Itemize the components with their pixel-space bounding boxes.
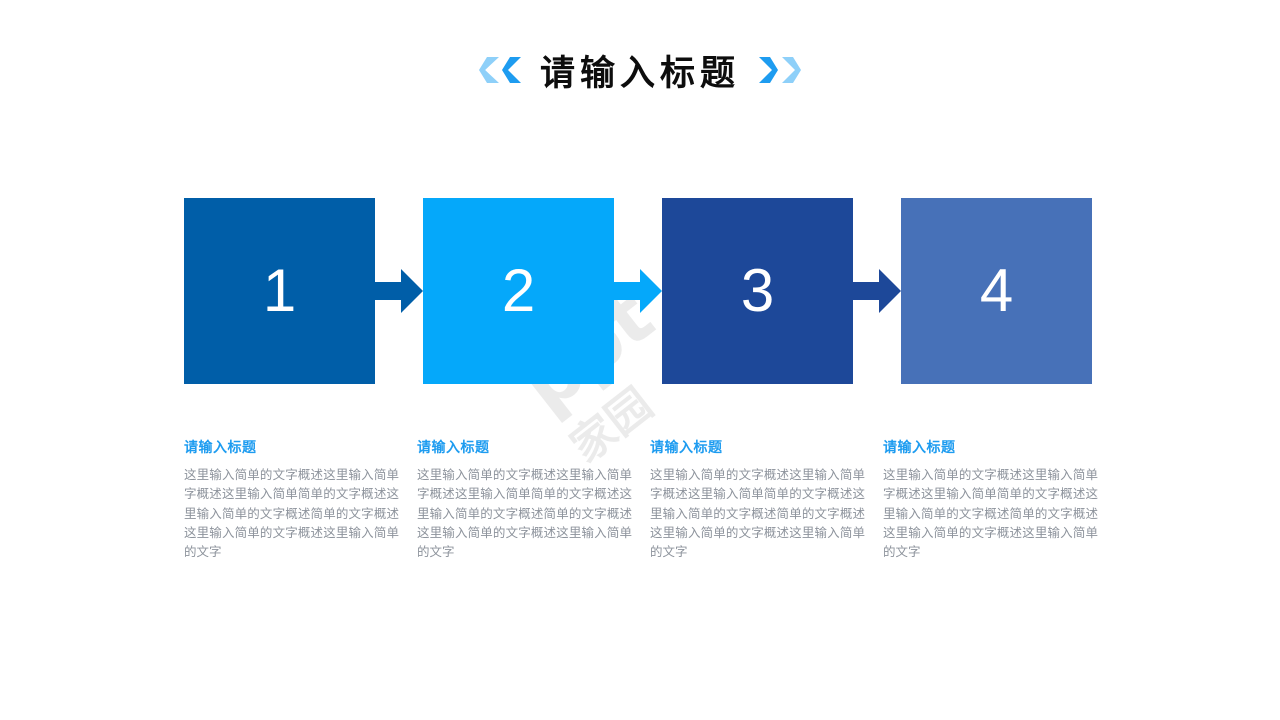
left-chevron-group (478, 57, 522, 83)
arrow-right-icon-1 (375, 269, 423, 313)
chevron-left-inner-icon (501, 57, 521, 83)
arrow-slot-1 (375, 198, 423, 384)
caption-body-2: 这里输入简单的文字概述这里输入简单字概述这里输入简单简单的文字概述这里输入简单的… (417, 466, 632, 560)
chevron-left-outer-icon (478, 57, 499, 83)
caption-heading-2: 请输入标题 (417, 440, 490, 456)
caption-row: 请输入标题 这里输入简单的文字概述这里输入简单字概述这里输入简单简单的文字概述这… (184, 440, 1099, 562)
chevron-right-inner-icon (759, 57, 778, 83)
arrow-right-icon-3 (853, 269, 901, 313)
caption-block-2: 请输入标题 这里输入简单的文字概述这里输入简单字概述这里输入简单简单的文字概述这… (417, 440, 632, 562)
caption-body-3: 这里输入简单的文字概述这里输入简单字概述这里输入简单简单的文字概述这里输入简单的… (650, 466, 865, 560)
page-title: 请输入标题 (539, 53, 740, 94)
step-number-3: 3 (740, 257, 775, 324)
caption-block-4: 请输入标题 这里输入简单的文字概述这里输入简单字概述这里输入简单简单的文字概述这… (883, 440, 1098, 562)
arrow-right-icon-2 (614, 269, 662, 313)
caption-body-1: 这里输入简单的文字概述这里输入简单字概述这里输入简单简单的文字概述这里输入简单的… (184, 466, 399, 560)
slide-title-row: 请输入标题 (0, 38, 1280, 102)
caption-heading-1: 请输入标题 (184, 440, 257, 456)
caption-block-3: 请输入标题 这里输入简单的文字概述这里输入简单字概述这里输入简单简单的文字概述这… (650, 440, 865, 562)
caption-body-4: 这里输入简单的文字概述这里输入简单字概述这里输入简单简单的文字概述这里输入简单的… (883, 466, 1098, 560)
caption-block-1: 请输入标题 这里输入简单的文字概述这里输入简单字概述这里输入简单简单的文字概述这… (184, 440, 399, 562)
step-number-1: 1 (262, 257, 297, 324)
caption-heading-3: 请输入标题 (650, 440, 723, 456)
chevron-right-outer-icon (782, 57, 801, 83)
arrow-slot-3 (853, 198, 901, 384)
caption-heading-4: 请输入标题 (883, 440, 956, 456)
step-number-2: 2 (501, 257, 536, 324)
process-step-4[interactable]: 4 (901, 198, 1092, 384)
process-step-2[interactable]: 2 (423, 198, 614, 384)
process-step-3[interactable]: 3 (662, 198, 853, 384)
right-chevron-group (758, 57, 801, 83)
process-flow: 1 2 3 4 (184, 198, 1092, 384)
process-step-1[interactable]: 1 (184, 198, 375, 384)
step-number-4: 4 (979, 257, 1014, 324)
arrow-slot-2 (614, 198, 662, 384)
